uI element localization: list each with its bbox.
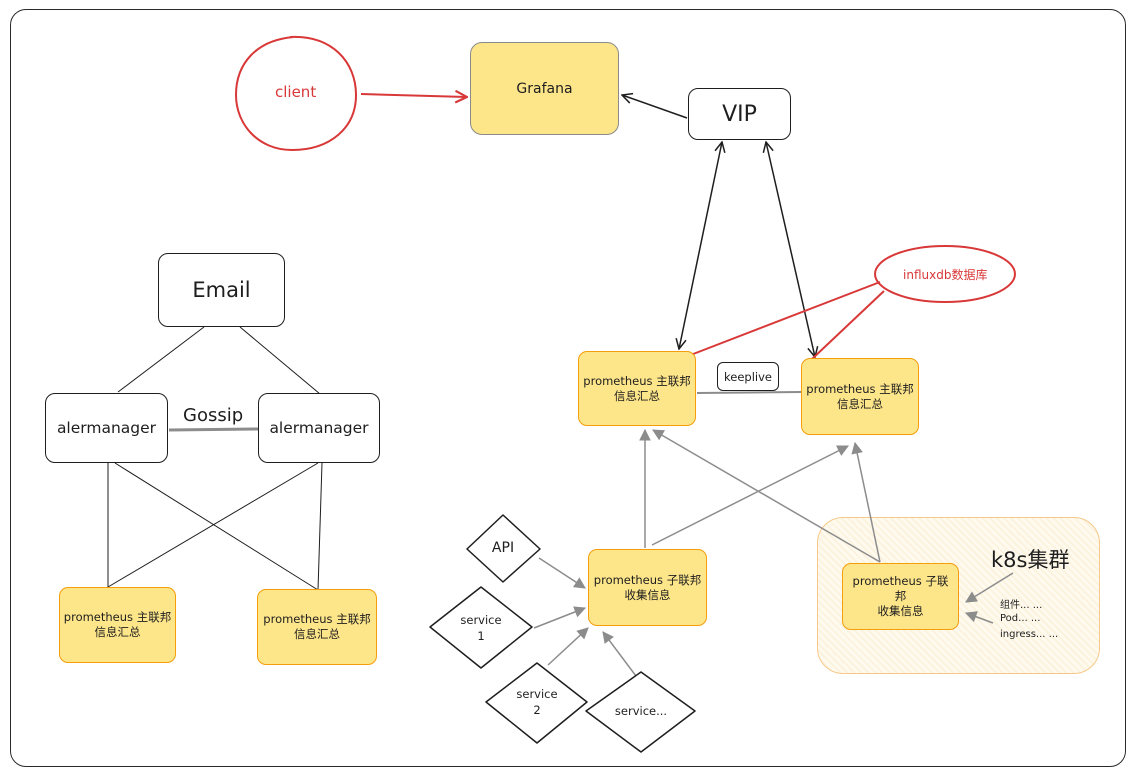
service2-label[interactable]: service 2 bbox=[502, 686, 572, 718]
influxdb-ellipse bbox=[874, 245, 1016, 303]
k8s-item-components: 组件... ... bbox=[1000, 600, 1043, 611]
service-more-label[interactable]: service... bbox=[601, 703, 681, 719]
alert-right-to-bottom-right bbox=[317, 462, 323, 591]
service1-text-line2: 1 bbox=[477, 629, 485, 643]
influxdb-to-left-line bbox=[687, 281, 881, 357]
k8s-item-pod: Pod... ... bbox=[1000, 613, 1041, 624]
k8s-sub-federation-line1: prometheus 子联 bbox=[852, 574, 949, 588]
bottom-federation-right-line2: 信息汇总 bbox=[294, 627, 340, 641]
service1-label[interactable]: service 1 bbox=[446, 612, 516, 644]
email-to-alert-left bbox=[117, 326, 205, 393]
k8s-cluster-label: k8s集群 bbox=[991, 548, 1070, 572]
k8s-sub-federation-line2: 邦 bbox=[894, 589, 907, 603]
main-federation-right-line2: 信息汇总 bbox=[837, 396, 883, 411]
canvas-frame bbox=[10, 9, 1126, 767]
sub-federation-line1: prometheus 子联邦 bbox=[593, 572, 702, 587]
api-to-sub-arrow bbox=[538, 557, 585, 589]
service2-text-line2: 2 bbox=[533, 703, 541, 717]
alertmanager-right[interactable]: alermanager bbox=[258, 393, 380, 463]
api-diamond bbox=[466, 514, 541, 583]
k8s-item-ingress: ingress... ... bbox=[1000, 629, 1059, 640]
vip-left-federation-arrow bbox=[679, 142, 722, 349]
main-federation-right[interactable]: prometheus 主联邦 信息汇总 bbox=[801, 358, 919, 435]
grafana-node[interactable]: Grafana bbox=[470, 42, 619, 135]
service2-to-sub-arrow bbox=[547, 628, 588, 666]
alertmanager-left-label: alermanager bbox=[56, 419, 157, 437]
k8s-sub-federation-node[interactable]: prometheus 子联 邦 收集信息 bbox=[842, 563, 959, 630]
gossip-label: Gossip bbox=[183, 405, 244, 426]
service-more-to-sub-arrow bbox=[603, 632, 637, 677]
main-federation-left-line1: prometheus 主联邦 bbox=[583, 373, 691, 388]
alert-right-to-bottom-left bbox=[107, 462, 319, 588]
email-label: Email bbox=[192, 278, 251, 302]
influxdb-label: influxdb数据库 bbox=[903, 268, 988, 282]
keeplive-node[interactable]: keeplive bbox=[717, 362, 779, 391]
api-text: API bbox=[491, 540, 515, 556]
service2-text-line1: service bbox=[516, 687, 558, 701]
alert-left-to-bottom-right bbox=[114, 462, 319, 591]
vip-node[interactable]: VIP bbox=[688, 88, 791, 140]
sub-federation-node[interactable]: prometheus 子联邦 收集信息 bbox=[588, 549, 707, 626]
k8s-sub-to-right-main-arrow bbox=[855, 443, 881, 563]
service2-diamond bbox=[485, 662, 588, 744]
vip-label: VIP bbox=[722, 101, 757, 127]
service-more-text: service... bbox=[614, 704, 668, 718]
alertmanager-left[interactable]: alermanager bbox=[45, 393, 168, 463]
keeplive-link bbox=[696, 391, 802, 394]
k8s-label-to-k8s-sub-arrow bbox=[966, 572, 1014, 603]
api-label[interactable]: API bbox=[473, 540, 533, 556]
sub-to-right-main-arrow bbox=[651, 445, 848, 546]
grafana-label: Grafana bbox=[516, 80, 573, 97]
alertmanager-right-label: alermanager bbox=[269, 419, 369, 437]
sub-federation-line2: 收集信息 bbox=[624, 587, 671, 602]
keeplive-label: keeplive bbox=[724, 369, 772, 384]
service1-diamond bbox=[429, 586, 533, 669]
k8s-items-to-k8s-sub-arrow bbox=[966, 613, 994, 624]
client-to-grafana-arrow bbox=[360, 94, 467, 97]
vip-to-grafana-arrow bbox=[622, 95, 688, 119]
k8s-sub-federation-line3: 收集信息 bbox=[877, 604, 924, 618]
service1-to-sub-arrow bbox=[533, 608, 585, 629]
main-federation-left[interactable]: prometheus 主联邦 信息汇总 bbox=[578, 351, 696, 426]
client-label: client bbox=[275, 83, 317, 101]
gossip-link bbox=[168, 427, 260, 432]
vip-right-federation-arrow bbox=[766, 142, 815, 357]
main-federation-left-line2: 信息汇总 bbox=[614, 388, 660, 403]
client-circle bbox=[234, 35, 358, 152]
influxdb-to-right-line bbox=[811, 290, 885, 360]
k8s-sub-to-left-main-arrow bbox=[653, 429, 881, 563]
service-more-diamond bbox=[585, 671, 696, 753]
email-to-alert-right bbox=[239, 326, 321, 395]
bottom-federation-left-line2: 信息汇总 bbox=[94, 625, 141, 639]
service1-text-line1: service bbox=[460, 613, 502, 627]
bottom-federation-right-line1: prometheus 主联邦 bbox=[263, 612, 371, 626]
bottom-federation-right[interactable]: prometheus 主联邦 信息汇总 bbox=[257, 589, 377, 665]
bottom-federation-left-line1: prometheus 主联邦 bbox=[63, 610, 172, 624]
bottom-federation-left[interactable]: prometheus 主联邦 信息汇总 bbox=[59, 587, 176, 663]
main-federation-right-line1: prometheus 主联邦 bbox=[806, 381, 914, 396]
email-node[interactable]: Email bbox=[158, 253, 285, 327]
